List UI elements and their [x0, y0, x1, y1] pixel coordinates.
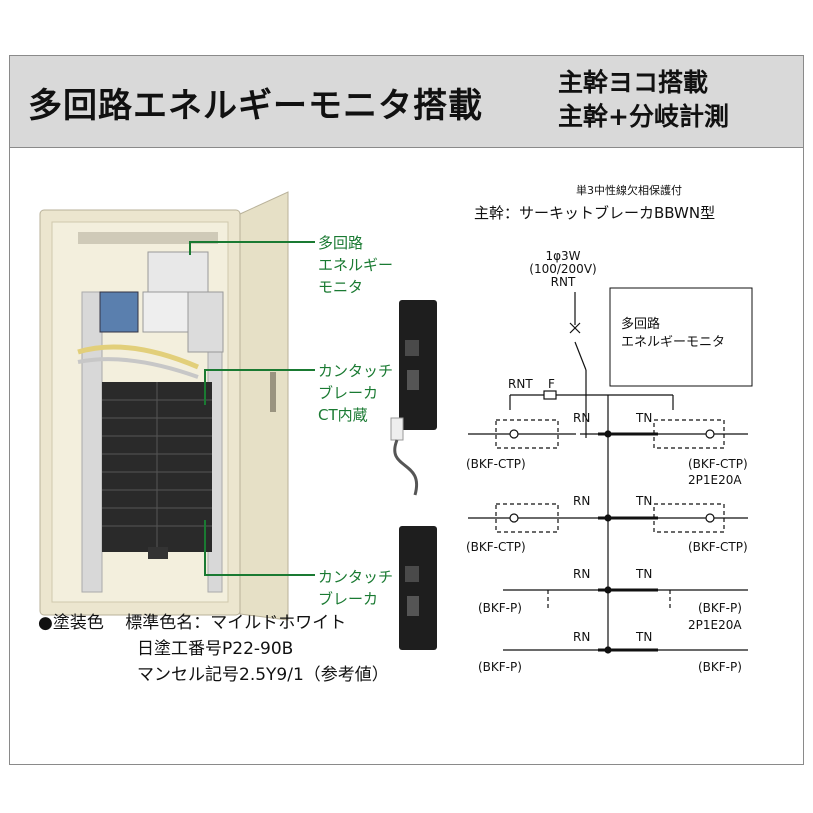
branch-1-rn: RN — [573, 411, 590, 425]
branch-4-rn: RN — [573, 630, 590, 644]
main-breaker-label: 主幹：サーキットブレーカBBWN型 — [474, 204, 715, 222]
f-label: F — [548, 377, 555, 391]
paint-bullet-label: ●塗装色 — [38, 613, 104, 633]
branch-2-right-type: (BKF-CTP) — [688, 540, 748, 554]
callout-breaker-line-2: ブレーカ — [318, 590, 379, 608]
callout-ct-breaker: カンタッチ ブレーカ CT内蔵 — [318, 360, 393, 426]
subtitle-line-1: 主幹ヨコ搭載 — [558, 68, 709, 97]
branch-4-right-type: (BKF-P) — [698, 660, 742, 674]
paint-color-spec: ●塗装色 標準色名：マイルドホワイト 日塗工番号P22-90B マンセル記号2.… — [38, 610, 389, 688]
branch-3-tn: TN — [635, 567, 652, 581]
branch-4-left-type: (BKF-P) — [478, 660, 522, 674]
branch-2-tn: TN — [635, 494, 652, 508]
callout-monitor-line-1: 多回路 — [318, 234, 364, 252]
paint-code: 日塗工番号P22-90B — [137, 639, 294, 659]
paint-standard-color: 標準色名：マイルドホワイト — [125, 613, 347, 633]
breaker-photo — [399, 526, 437, 650]
branch-4-tn: TN — [635, 630, 652, 644]
paint-munsell: マンセル記号2.5Y9/1（参考値） — [137, 665, 389, 685]
branch-1-right-type: (BKF-CTP) — [688, 457, 748, 471]
monitor-box-label-1: 多回路 — [621, 316, 660, 332]
diagram-note: 単3中性線欠相保護付 — [576, 183, 682, 197]
callout-ct-line-3: CT内蔵 — [318, 406, 368, 424]
branch-3-left-type: (BKF-P) — [478, 601, 522, 615]
callout-monitor-line-3: モニタ — [318, 278, 364, 296]
callout-ct-line-2: ブレーカ — [318, 384, 379, 402]
callout-ct-line-1: カンタッチ — [318, 362, 394, 380]
subtitle: 主幹ヨコ搭載 主幹+分岐計測 — [558, 66, 729, 134]
wiring-diagram: 単3中性線欠相保護付 主幹：サーキットブレーカBBWN型 1φ3W (100/2… — [466, 183, 753, 654]
branch-3-right-type: (BKF-P) — [698, 601, 742, 615]
callout-monitor-line-2: エネルギー — [318, 256, 394, 274]
branch-3-rating: 2P1E20A — [688, 618, 742, 632]
panel-board-photo — [39, 191, 289, 621]
paint-row-1: ●塗装色 標準色名：マイルドホワイト — [38, 610, 389, 636]
monitor-box-label-2: エネルギーモニタ — [621, 335, 725, 350]
callout-monitor: 多回路 エネルギー モニタ — [318, 232, 393, 298]
subtitle-line-2: 主幹+分岐計測 — [558, 102, 729, 131]
page-title: 多回路エネルギーモニタ搭載 — [28, 86, 483, 126]
rnt-label: RNT — [508, 377, 533, 391]
callout-breaker-line-1: カンタッチ — [318, 568, 394, 586]
header-band: 多回路エネルギーモニタ搭載 主幹ヨコ搭載 主幹+分岐計測 — [10, 56, 803, 148]
supply-label-1: 1φ3W — [545, 249, 580, 263]
monitor-box — [609, 287, 753, 387]
branch-1-left-type: (BKF-CTP) — [466, 457, 526, 471]
branch-3-rn: RN — [573, 567, 590, 581]
branch-2-rn: RN — [573, 494, 590, 508]
ct-breaker-photo — [390, 300, 437, 496]
branch-1-tn: TN — [635, 411, 652, 425]
branch-1-rating: 2P1E20A — [688, 473, 742, 487]
supply-label-3: RNT — [551, 275, 576, 289]
branch-2-left-type: (BKF-CTP) — [466, 540, 526, 554]
callout-breaker: カンタッチ ブレーカ — [318, 566, 393, 610]
supply-label-2: (100/200V) — [529, 262, 596, 276]
